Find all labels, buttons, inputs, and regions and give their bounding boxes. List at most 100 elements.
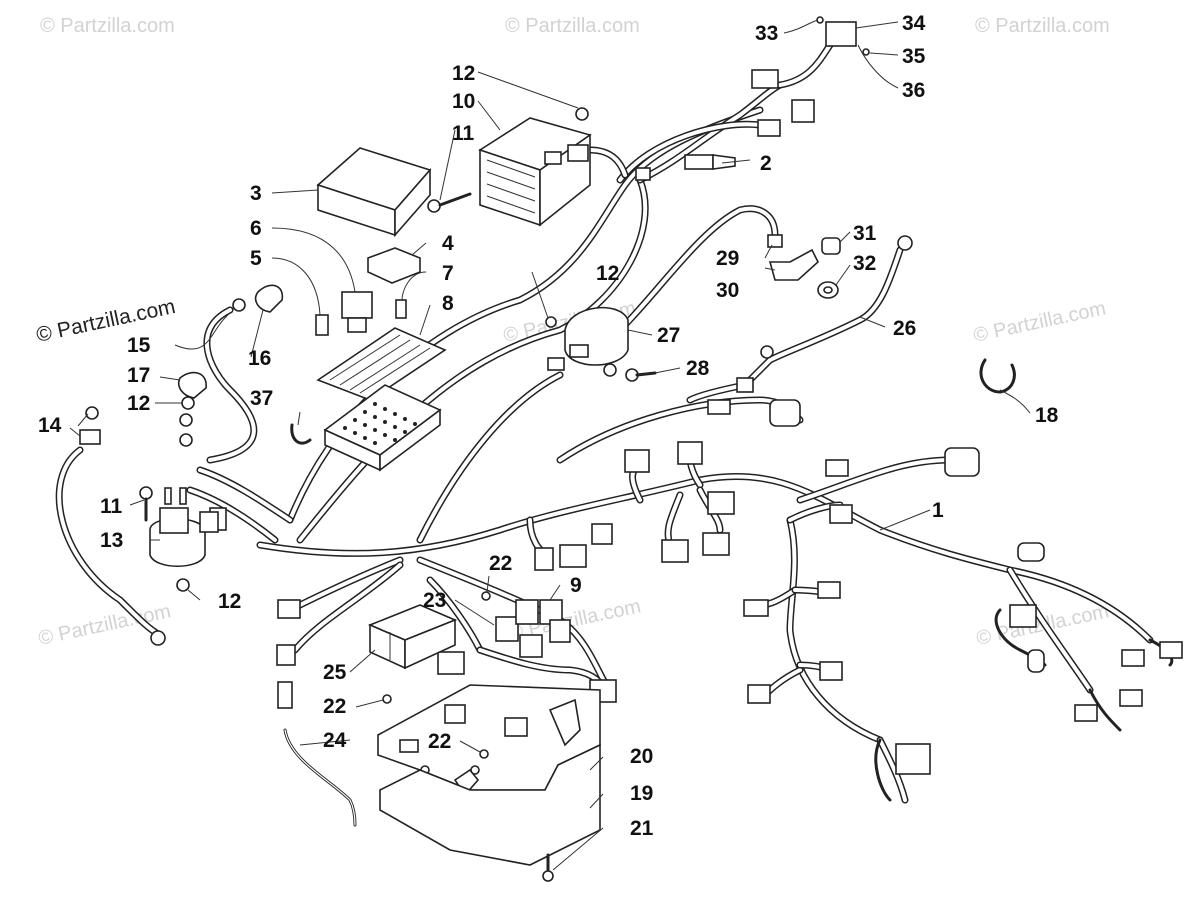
connector-part [1119,689,1143,707]
connector-part [829,504,853,524]
clamp-ring-part [979,358,1016,394]
ring-terminal-part [179,413,193,427]
harness-connectors [199,167,1183,775]
fuse-chart-label-part [316,327,447,401]
callout-23: 23 [423,589,446,612]
callout-35: 35 [902,45,926,68]
connector-part [707,491,735,515]
connector-part [751,69,779,89]
callout-28: 28 [686,357,710,380]
callout-34: 34 [902,12,926,35]
connector-part [684,154,736,170]
nut-part [181,396,195,410]
callout-27: 27 [657,324,680,347]
screw-part [382,694,392,704]
bolt-part [139,486,153,522]
screw-part [862,48,870,56]
connector-part [817,581,841,599]
callout-17: 17 [127,364,150,387]
nut-part [545,316,557,328]
connector-part [276,644,296,666]
callout-18: 18 [1035,404,1059,427]
callout-6: 6 [250,217,262,240]
ring-terminal-part [232,298,246,312]
connector-part [707,399,731,415]
watermark: © Partzilla.com [971,297,1107,347]
bolt-part [427,192,472,213]
callout-26: 26 [893,317,916,340]
callout-15: 15 [127,334,151,357]
relay-part [367,247,421,284]
callout-30: 30 [716,279,739,302]
connector-part [277,599,301,619]
callout-10: 10 [452,90,475,113]
callout-9: 9 [570,574,582,597]
nut-part [85,406,99,420]
callout-31: 31 [853,222,877,245]
clamp-part [290,423,312,445]
callout-13: 13 [100,529,123,552]
battery-terminal-part [79,429,101,445]
fuse-part [315,314,329,336]
fuse-box-cover-part [316,147,432,238]
nut-part [176,578,190,592]
callout-22: 22 [428,730,451,753]
callout-2: 2 [760,152,772,175]
callout-36: 36 [902,79,925,102]
callout-19: 19 [630,782,653,805]
elbow-part [768,248,819,281]
connector-part [1159,641,1183,659]
callout-24: 24 [323,729,347,752]
connector-part [277,681,293,709]
connector-part [1017,542,1045,562]
callout-8: 8 [442,292,454,315]
ring-terminal-part [760,345,774,359]
callout-22: 22 [489,552,512,575]
connector-part [1121,649,1145,667]
nut-part [575,107,589,121]
connector-part [819,661,843,681]
connector-part [1009,604,1037,628]
callout-11: 11 [452,122,475,145]
washer-hole [823,286,833,294]
connector-group-part [495,599,571,658]
connector-part [661,539,689,563]
callout-5: 5 [250,247,262,270]
callout-4: 4 [442,232,454,255]
connector-part [825,459,849,477]
callout-37: 37 [250,387,273,410]
callout-12: 12 [596,262,619,285]
connector-part [199,511,219,533]
connector-part [791,99,815,123]
callout-12: 12 [127,392,150,415]
watermark: © Partzilla.com [40,15,175,37]
connector-part [736,377,754,393]
callout-29: 29 [716,247,739,270]
screw-part [481,591,491,601]
leader-lines [69,19,1031,871]
callout-16: 16 [248,347,271,370]
watermark: © Partzilla.com [505,15,640,37]
callout-numbers: 1 2 3 4 5 6 7 8 9 10 11 11 12 12 12 12 1… [38,12,1059,840]
connector-part [624,449,650,473]
ignition-coil-part [564,306,629,366]
connector-part [635,167,651,181]
mounting-plate-part [377,684,601,797]
voltage-regulator-part [478,117,592,227]
watermark: © Partzilla.com [975,15,1110,37]
connector-part [1027,649,1045,673]
lower-plate-part [379,743,601,866]
connector-part [547,357,565,371]
connector-part [944,447,980,477]
connector-part [559,544,587,568]
callout-11: 11 [100,495,123,518]
ring-terminal-part [179,433,193,447]
connector-part [534,547,554,571]
callout-12: 12 [452,62,475,85]
connector-part [677,441,703,465]
connector-part [437,651,465,675]
callout-3: 3 [250,182,262,205]
callout-32: 32 [853,252,876,275]
connector-part [567,144,589,162]
